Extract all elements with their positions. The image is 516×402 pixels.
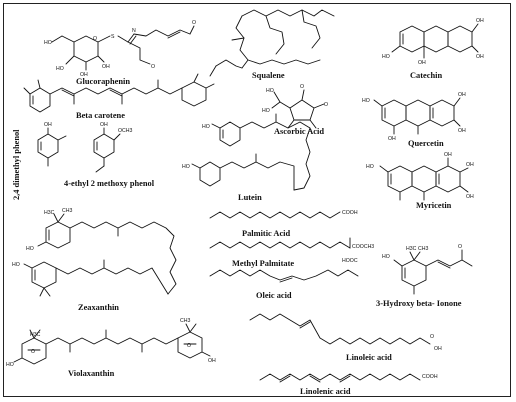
oleic-acid-structure — [209, 269, 359, 283]
squalene-structure — [209, 9, 335, 77]
glucoraphenin-structure — [51, 25, 195, 71]
atom-label: OCH3 — [118, 128, 133, 134]
atom-label: HO — [182, 164, 190, 170]
atom-label: HO — [202, 124, 210, 130]
atom-label: OH — [100, 122, 108, 128]
atom-label: COOH — [342, 210, 358, 216]
label-lutein: Lutein — [238, 193, 262, 202]
atom-label: HO — [44, 40, 52, 46]
label-ascorbic-acid: Ascorbic Acid — [274, 127, 324, 136]
atom-label: OH — [388, 136, 396, 142]
atom-label: COOCH3 — [352, 244, 374, 250]
label-linolenic-acid: Linolenic acid — [300, 387, 351, 396]
label-methyl-palmitate: Methyl Palmitate — [232, 259, 294, 268]
linoleic-acid-structure — [249, 313, 431, 345]
hydroxy-ionone-structure — [393, 249, 473, 295]
atom-label: O — [93, 36, 97, 42]
atom-label: OH — [458, 128, 466, 134]
atom-label: HO — [26, 246, 34, 252]
label-catechin: Catechin — [410, 71, 442, 80]
myricetin-structure — [379, 157, 469, 201]
label-squalene: Squalene — [252, 71, 285, 80]
structures-canvas: HO HO OH OH O S N O O Glucoraphenin Squa… — [6, 9, 484, 396]
atom-label: O — [430, 334, 434, 340]
label-oleic-acid: Oleic acid — [256, 291, 292, 300]
atom-label: S — [111, 34, 115, 40]
label-hydroxy-ionone: 3-Hydroxy beta- Ionone — [376, 299, 462, 308]
atom-label: OH — [458, 92, 466, 98]
beta-carotene-structure — [23, 73, 215, 113]
palmitic-acid-structure — [209, 211, 341, 219]
quercetin-structure — [373, 97, 461, 135]
atom-label: OH — [102, 64, 110, 70]
atom-label: HO — [382, 54, 390, 60]
label-beta-carotene: Beta carotene — [76, 111, 125, 120]
atom-label: HO — [262, 108, 270, 114]
label-myricetin: Myricetin — [416, 201, 452, 210]
atom-label: O — [458, 244, 462, 250]
dimethyl-phenol-structure — [37, 127, 67, 167]
atom-label: HO — [56, 66, 64, 72]
atom-label: OH — [466, 194, 474, 200]
label-violaxanthin: Violaxanthin — [68, 369, 115, 378]
atom-label: HO — [382, 254, 390, 260]
atom-label: HO — [266, 88, 274, 94]
label-glucoraphenin: Glucoraphenin — [76, 77, 130, 86]
atom-label: O — [324, 102, 328, 108]
atom-label: CH3 — [180, 318, 190, 324]
label-ethyl-methoxy-phenol: 4-ethyl 2 methoxy phenol — [64, 179, 155, 188]
ascorbic-acid-structure — [271, 89, 325, 129]
atom-label: HO — [366, 164, 374, 170]
atom-label: OH — [418, 60, 426, 66]
label-palmitic-acid: Palmitic Acid — [242, 229, 290, 238]
linolenic-acid-structure — [259, 373, 421, 383]
catechin-structure — [391, 23, 479, 59]
atom-label: HO — [6, 362, 14, 368]
atom-label: HOOC — [342, 258, 358, 264]
atom-label: COOH — [422, 374, 438, 380]
atom-label: OH — [44, 122, 52, 128]
atom-label: OH — [476, 54, 484, 60]
atom-label: OH — [444, 152, 452, 158]
atom-label: OH — [434, 346, 442, 352]
atom-label: O — [300, 84, 304, 90]
label-dimethyl-phenol: 2,4 dimethyl phenol — [12, 129, 21, 200]
atom-label: H3C — [44, 210, 55, 216]
atom-label: O — [187, 343, 191, 349]
atom-label: OH — [208, 358, 216, 364]
label-zeaxanthin: Zeaxanthin — [78, 303, 119, 312]
atom-label: O — [151, 64, 155, 70]
label-quercetin: Quercetin — [408, 139, 444, 148]
atom-label: HO — [12, 262, 20, 268]
atom-label: H3C — [30, 332, 41, 338]
atom-label: OH — [476, 18, 484, 24]
zeaxanthin-structure — [23, 213, 177, 297]
violaxanthin-structure — [13, 323, 211, 365]
atom-label: CH3 — [418, 246, 428, 252]
methyl-palmitate-structure — [209, 237, 351, 249]
atom-label: OH — [80, 72, 88, 78]
figure-frame: HO HO OH OH O S N O O Glucoraphenin Squa… — [3, 3, 511, 397]
atom-label: HO — [362, 98, 370, 104]
atom-label: H3C — [406, 246, 417, 252]
atom-label: O — [31, 349, 35, 355]
atom-label: O — [192, 20, 196, 26]
atom-label: N — [132, 28, 136, 34]
lutein-structure — [191, 113, 311, 191]
atom-label: OH — [466, 162, 474, 168]
ethyl-methoxy-phenol-structure — [93, 127, 121, 173]
atom-label: CH3 — [62, 208, 72, 214]
label-linoleic-acid: Linoleic acid — [346, 353, 392, 362]
